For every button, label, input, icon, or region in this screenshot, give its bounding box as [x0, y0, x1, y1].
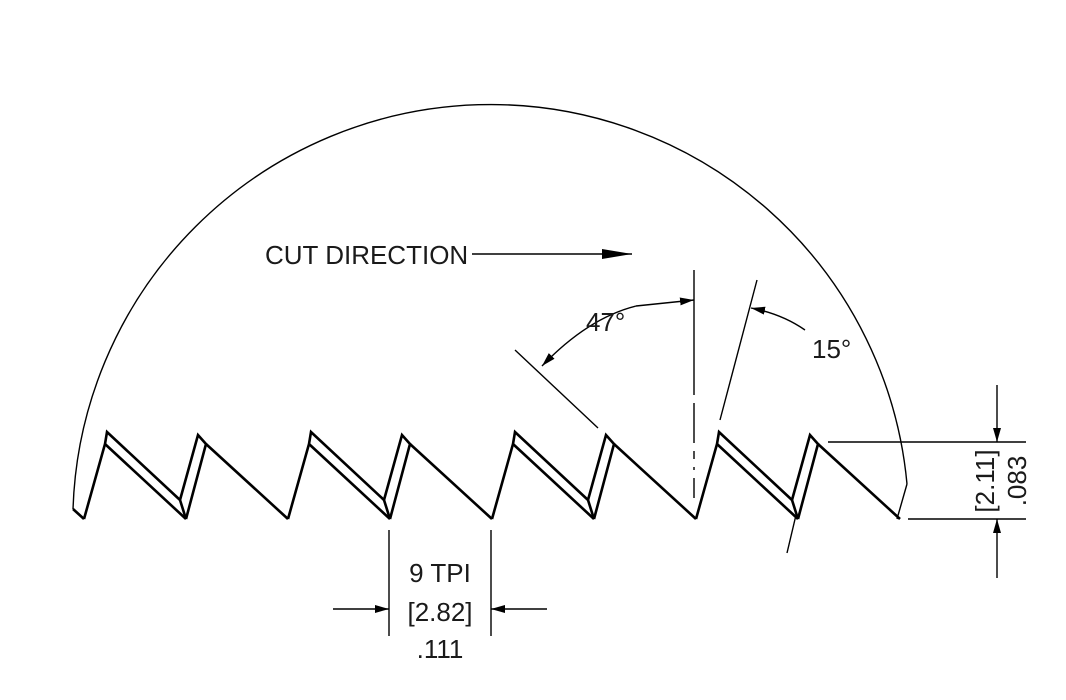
tooth-raker-back — [817, 443, 901, 520]
blade-end-right — [896, 483, 908, 520]
back-angle-extension — [786, 514, 797, 554]
blade-end-left — [72, 508, 85, 520]
tooth-raker-front — [790, 432, 820, 520]
cut-direction-label: CUT DIRECTION — [265, 240, 468, 270]
tooth-raker-back — [205, 443, 289, 520]
tooth-raker-front — [586, 432, 616, 520]
tooth-set-bevel — [308, 443, 391, 520]
back-angle-arc — [750, 306, 806, 331]
back-angle-label: 15° — [812, 334, 851, 364]
tooth-raker-front — [178, 432, 208, 520]
hook-angle-arrow-right — [635, 297, 695, 307]
teeth — [82, 429, 901, 520]
hook-angle-line — [514, 349, 599, 429]
back-angle-line — [719, 279, 758, 421]
tooth-set-bevel — [716, 443, 799, 520]
pitch-tpi-label: 9 TPI — [409, 558, 471, 588]
height-in-label: .083 — [1002, 456, 1032, 507]
tooth-set-bevel — [512, 443, 595, 520]
pitch-mm-label: [2.82] — [407, 597, 472, 627]
tooth-set — [286, 429, 392, 520]
tooth-set-bevel — [104, 443, 187, 520]
tooth-raker-back — [409, 443, 493, 520]
hook-angle-arc — [541, 305, 637, 367]
tooth-set — [490, 429, 596, 520]
pitch-in-label: .111 — [417, 634, 464, 664]
height-mm-label: [2.11] — [970, 449, 1000, 512]
tooth-raker-front — [382, 432, 412, 520]
tooth-set — [694, 429, 800, 520]
tooth-set — [82, 429, 188, 520]
tooth-raker-back — [613, 443, 697, 520]
hook-angle-label: 47° — [586, 307, 625, 337]
blade-outline-arc — [72, 103, 908, 510]
